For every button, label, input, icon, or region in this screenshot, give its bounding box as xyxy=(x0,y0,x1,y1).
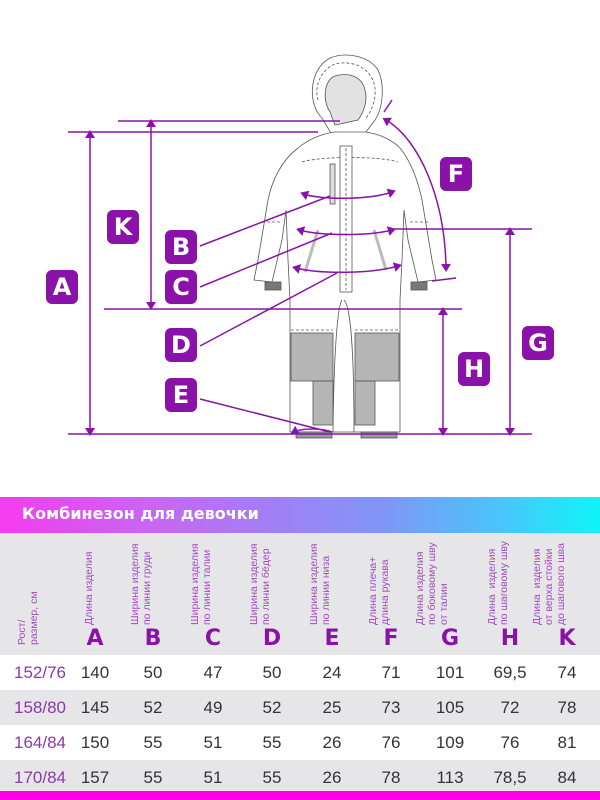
col-desc-f: Длина плеча+ длина рукава xyxy=(367,556,391,625)
col-letter-d: D xyxy=(262,626,282,651)
col-desc-h: Длина изделия по шаговому шву xyxy=(486,541,510,625)
table-row: 164/84 150 55 51 55 26 76 109 76 81 xyxy=(0,725,600,760)
cell-h: 78,5 xyxy=(493,768,527,787)
col-head-g: Длина изделия по боковому шву от талии G xyxy=(414,533,475,655)
col-head-h: Длина изделия по шаговому шву H xyxy=(485,533,535,655)
table-row: 158/80 145 52 49 52 25 73 105 72 78 xyxy=(0,690,600,725)
cell-c: 49 xyxy=(203,698,223,717)
col-letter-c: C xyxy=(204,626,222,651)
cell-f: 78 xyxy=(381,768,401,787)
table-header: Рост/ размер, см Длина изделия A Ширина … xyxy=(0,533,600,655)
col-head-e: Ширина изделия по линии низа E xyxy=(307,533,357,655)
col-desc-size: Рост/ размер, см xyxy=(16,591,40,645)
col-letter-g: G xyxy=(440,626,460,651)
cell-b: 52 xyxy=(143,698,163,717)
cell-h: 76 xyxy=(500,733,520,752)
cell-g: 113 xyxy=(436,768,464,787)
cell-e: 25 xyxy=(322,698,342,717)
cell-b: 55 xyxy=(143,768,163,787)
cell-g: 101 xyxy=(435,663,465,682)
col-desc-c: Ширина изделия по линии талии xyxy=(189,543,213,626)
col-letter-e: E xyxy=(324,626,340,651)
badge-k: K xyxy=(107,210,139,244)
cell-a: 150 xyxy=(80,733,110,752)
badge-c: C xyxy=(165,270,197,304)
cell-size: 158/80 xyxy=(14,698,66,717)
cell-d: 55 xyxy=(262,733,282,752)
col-desc-k: Длина изделия от верха стойки до шаговог… xyxy=(531,543,567,625)
col-head-d: Ширина изделия по линии бёдер D xyxy=(247,533,297,655)
cell-d: 50 xyxy=(262,663,282,682)
badge-b: B xyxy=(165,230,197,264)
badge-e: E xyxy=(165,378,197,412)
cell-d: 55 xyxy=(262,768,282,787)
cell-a: 140 xyxy=(80,663,110,682)
col-desc-b: Ширина изделия по линии груди xyxy=(129,543,153,626)
col-desc-e: Ширина изделия по линии низа xyxy=(308,543,332,626)
cell-h: 72 xyxy=(500,698,520,717)
cell-size: 170/84 xyxy=(14,768,66,787)
cell-a: 157 xyxy=(80,768,110,787)
cell-k: 84 xyxy=(557,768,577,787)
cell-c: 51 xyxy=(203,768,223,787)
badge-g: G xyxy=(522,326,554,360)
cell-b: 50 xyxy=(143,663,163,682)
cell-e: 26 xyxy=(322,768,342,787)
cell-e: 26 xyxy=(322,733,342,752)
cell-size: 164/84 xyxy=(14,733,66,752)
cell-g: 105 xyxy=(435,698,465,717)
table-row: 152/76 140 50 47 50 24 71 101 69,5 74 xyxy=(0,655,600,690)
cell-f: 73 xyxy=(381,698,401,717)
col-letter-f: F xyxy=(383,626,399,651)
garment-sketch xyxy=(68,54,532,439)
product-title: Комбинезон для девочки xyxy=(22,504,259,523)
col-desc-g: Длина изделия по боковому шву от талии xyxy=(414,542,450,625)
cell-f: 76 xyxy=(381,733,401,752)
table-row: 170/84 157 55 51 55 26 78 113 78,5 84 xyxy=(0,760,600,795)
col-letter-h: H xyxy=(500,626,520,651)
col-head-k: Длина изделия от верха стойки до шаговог… xyxy=(531,533,592,655)
cell-k: 78 xyxy=(557,698,577,717)
cell-b: 55 xyxy=(143,733,163,752)
cell-size: 152/76 xyxy=(14,663,66,682)
col-head-b: Ширина изделия по линии груди B xyxy=(128,533,178,655)
col-head-f: Длина плеча+ длина рукава F xyxy=(366,533,416,655)
cell-a: 145 xyxy=(80,698,110,717)
col-letter-a: A xyxy=(86,626,104,651)
badge-a: A xyxy=(46,270,78,304)
cell-e: 24 xyxy=(322,663,342,682)
cell-k: 74 xyxy=(557,663,577,682)
cell-k: 81 xyxy=(557,733,577,752)
col-head-c: Ширина изделия по линии талии C xyxy=(188,533,238,655)
col-head-a: Длина изделия A xyxy=(70,533,120,655)
bottom-accent-bar xyxy=(0,791,600,800)
cell-g: 109 xyxy=(435,733,465,752)
cell-c: 47 xyxy=(203,663,223,682)
col-letter-k: K xyxy=(558,626,576,651)
col-desc-d: Ширина изделия по линии бёдер xyxy=(248,543,272,626)
cell-h: 69,5 xyxy=(493,663,527,682)
cell-f: 71 xyxy=(381,663,401,682)
cell-c: 51 xyxy=(203,733,223,752)
badge-h: H xyxy=(458,352,490,386)
size-table: Рост/ размер, см Длина изделия A Ширина … xyxy=(0,533,600,800)
col-desc-a: Длина изделия xyxy=(83,551,95,625)
product-title-bar: Комбинезон для девочки xyxy=(0,497,600,533)
cell-d: 52 xyxy=(262,698,282,717)
badge-f: F xyxy=(440,157,472,191)
badge-d: D xyxy=(165,328,197,362)
measurement-diagram: K A B C D E F G H xyxy=(46,54,554,439)
col-head-size: Рост/ размер, см xyxy=(10,533,70,655)
col-letter-b: B xyxy=(144,626,162,651)
